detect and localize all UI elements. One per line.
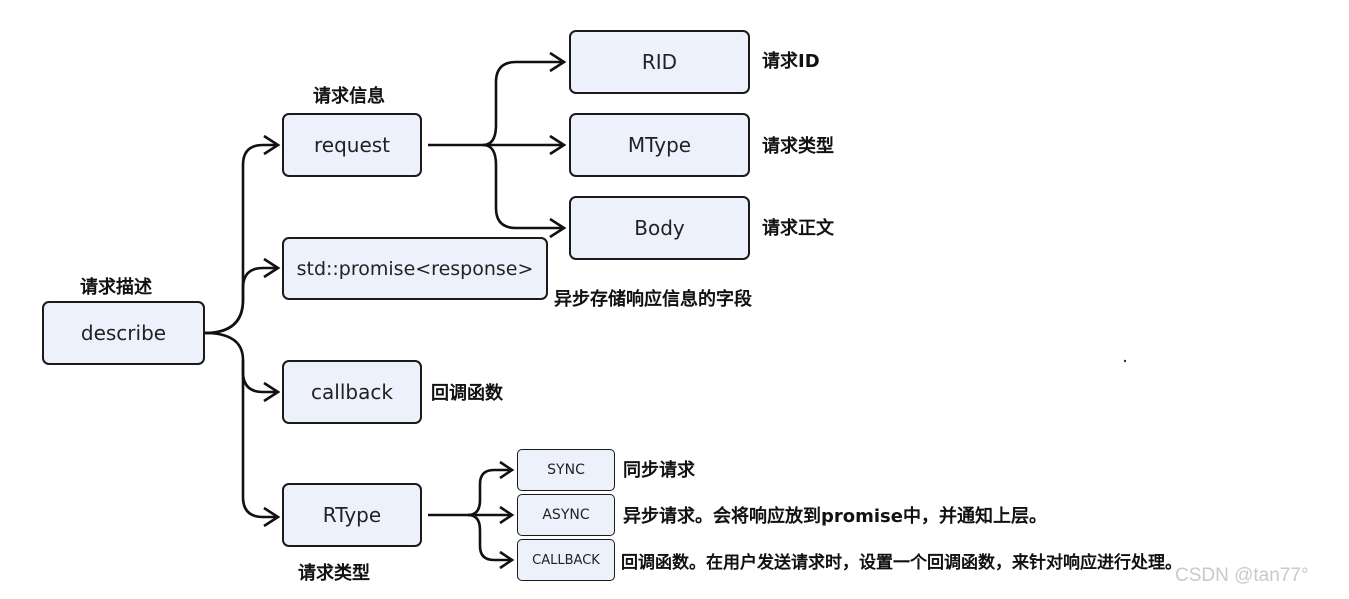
node-rid: RID [569, 30, 750, 94]
label-rid: 请求ID [762, 51, 820, 72]
node-sync: SYNC [517, 449, 615, 491]
node-callback: callback [282, 360, 422, 424]
rtype-branches [428, 460, 515, 570]
label-async: 异步请求。会将响应放到promise中，并通知上层。 [623, 506, 1047, 527]
watermark: CSDN @tan77° [1175, 565, 1309, 586]
node-promise: std::promise<response> [282, 237, 548, 300]
label-promise: 异步存储响应信息的字段 [554, 289, 752, 310]
describe-branches [204, 134, 281, 528]
stray-dot [1123, 359, 1127, 363]
node-body: Body [569, 196, 750, 260]
label-request: 请求信息 [313, 86, 385, 107]
node-rtype: RType [282, 483, 422, 547]
label-body: 请求正文 [762, 218, 834, 239]
label-callback-mode: 回调函数。在用户发送请求时，设置一个回调函数，来针对响应进行处理。 [621, 553, 1182, 573]
node-mtype: MType [569, 113, 750, 177]
label-sync: 同步请求 [623, 460, 695, 481]
label-mtype: 请求类型 [762, 136, 834, 157]
label-describe: 请求描述 [80, 277, 152, 298]
label-callback: 回调函数 [431, 383, 503, 404]
node-describe: describe [42, 301, 205, 365]
node-async: ASYNC [517, 494, 615, 536]
node-request: request [282, 113, 422, 177]
label-rtype: 请求类型 [298, 563, 370, 584]
node-callback-mode: CALLBACK [517, 539, 615, 581]
request-branches [428, 51, 567, 239]
